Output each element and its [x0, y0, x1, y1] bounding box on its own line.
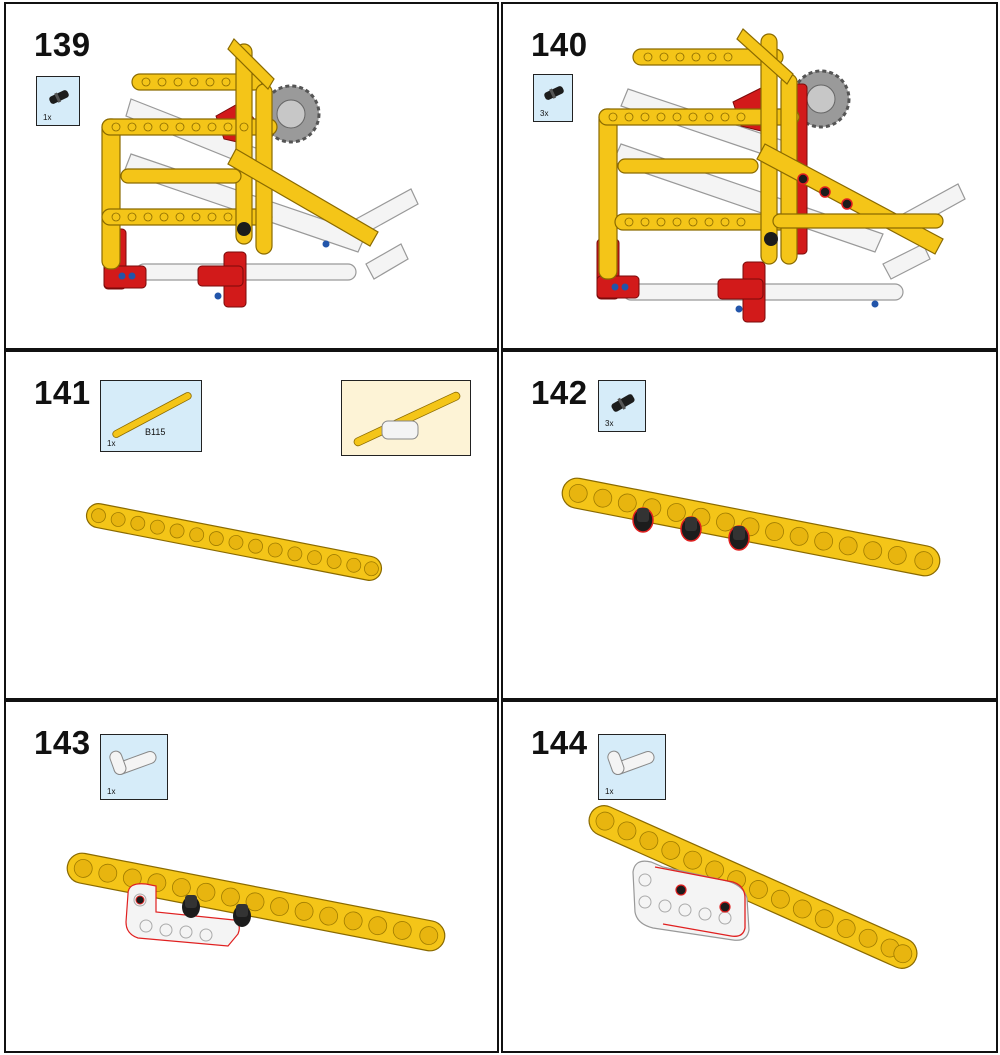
step-144-panel: 144 1x	[501, 700, 998, 1053]
build-illustration	[596, 28, 966, 323]
part-quantity: 1x	[43, 113, 52, 122]
step-number: 141	[34, 374, 91, 411]
connector-pins	[182, 895, 251, 927]
connector-pin-icon	[49, 90, 69, 104]
parts-callout: 1x	[36, 76, 80, 126]
step-number: 144	[531, 724, 588, 761]
connector-pins	[632, 507, 750, 551]
parts-callout: 1x B115	[100, 380, 202, 452]
yellow-beam-icon	[112, 392, 192, 438]
step-number: 140	[531, 26, 588, 63]
build-illustration	[588, 805, 918, 969]
build-illustration	[101, 38, 419, 308]
build-illustration	[66, 852, 446, 952]
beam-assembly-reference-icon	[353, 391, 461, 447]
step-number: 142	[531, 374, 588, 411]
build-illustration	[85, 503, 383, 581]
reference-box	[341, 380, 471, 456]
step-142-panel: 142 3x	[501, 350, 998, 700]
parts-callout: 1x	[598, 734, 666, 800]
part-quantity: 1x	[605, 787, 614, 796]
connector-pin-icon	[544, 86, 564, 100]
parts-callout: 1x	[100, 734, 168, 800]
connector-pin-icon	[611, 394, 635, 412]
step-139-panel: 139 1x	[4, 2, 499, 350]
step-141-panel: 141 1x B115	[4, 350, 499, 700]
parts-callout: 3x	[533, 74, 573, 122]
step-number: 139	[34, 26, 91, 63]
part-quantity: 3x	[605, 419, 614, 428]
white-bent-beam-part	[632, 860, 750, 941]
white-bent-beam-icon	[109, 750, 157, 775]
step-143-panel: 143 1x	[4, 700, 499, 1053]
white-bent-beam-icon	[607, 750, 655, 775]
step-number: 143	[34, 724, 91, 761]
part-quantity: 3x	[540, 109, 549, 118]
part-quantity: 1x	[107, 787, 116, 796]
step-140-panel: 140 3x	[501, 2, 998, 350]
build-illustration	[561, 477, 941, 577]
parts-callout: 3x	[598, 380, 646, 432]
part-quantity: 1x	[107, 439, 116, 448]
part-code: B115	[145, 427, 166, 437]
